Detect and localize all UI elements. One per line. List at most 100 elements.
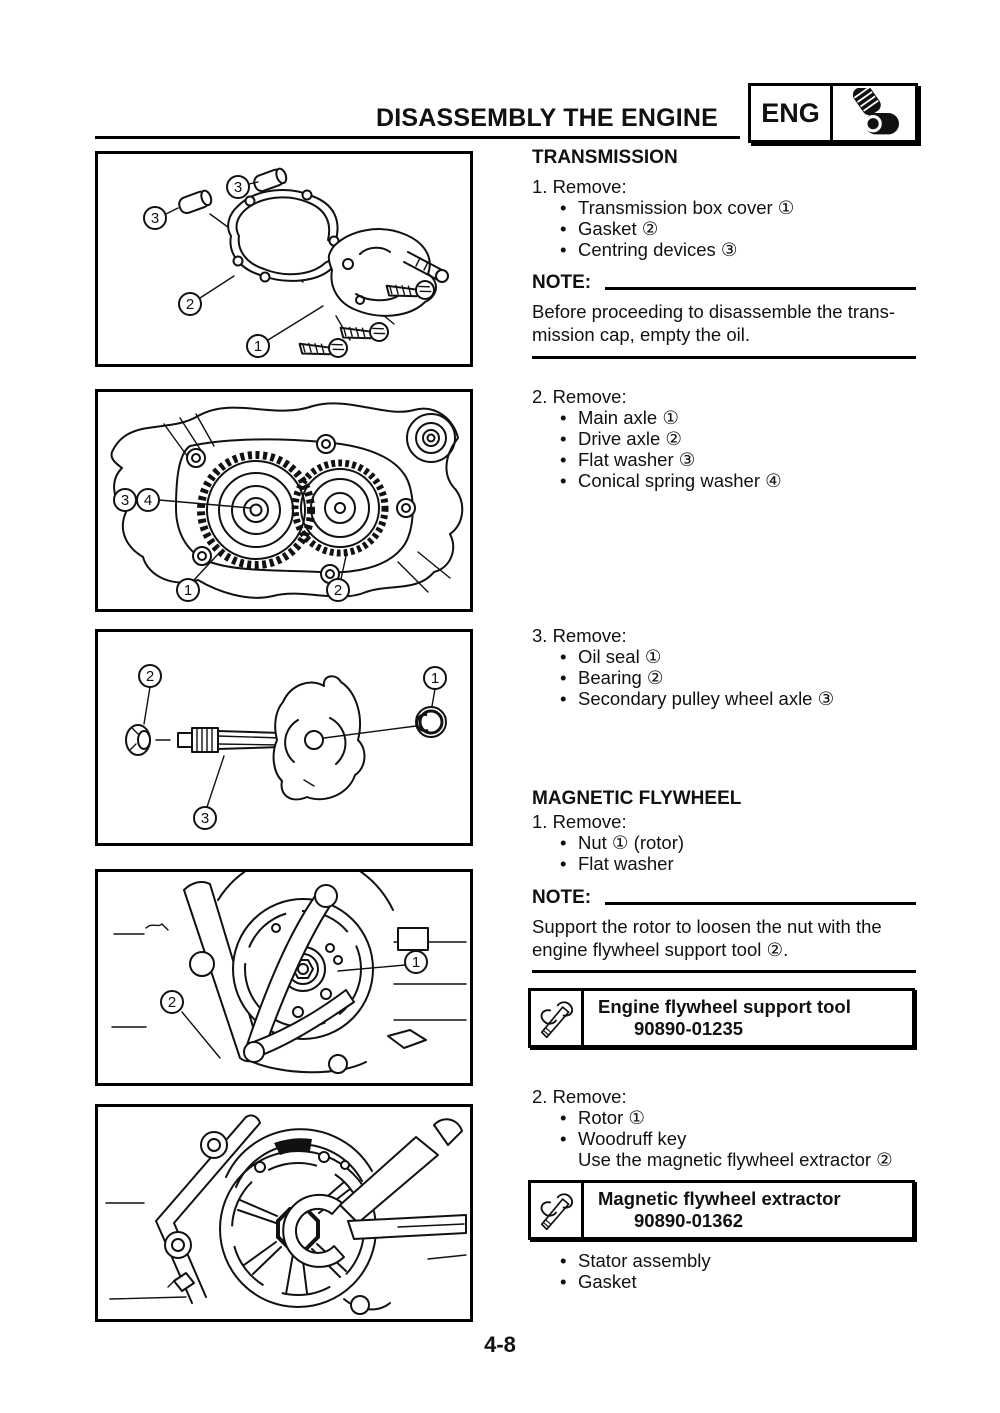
tool-name: Magnetic flywheel extractor: [598, 1188, 841, 1209]
list-item: •Conical spring washer ④: [560, 470, 782, 491]
note-1-text: Before proceeding to disassemble the tra…: [532, 301, 896, 345]
wrench-icon: [531, 991, 584, 1045]
bullet: •: [560, 688, 567, 709]
transmission-step1-list: •Transmission box cover ① •Gasket ② •Cen…: [532, 197, 918, 260]
tool-box-magnetic-flywheel-extractor: Magnetic flywheel extractor 90890-01362: [528, 1180, 915, 1240]
svg-text:2: 2: [168, 994, 176, 1011]
bullet: •: [560, 1128, 567, 1149]
bullet: •: [560, 197, 567, 218]
mf-step1-list: •Nut ① (rotor) •Flat washer: [532, 832, 918, 874]
fig2-callout-3: 3: [113, 488, 137, 512]
svg-text:1: 1: [412, 954, 420, 971]
mf-step1-label: 1. Remove:: [532, 811, 627, 832]
transmission-step2-label: 2. Remove:: [532, 386, 627, 407]
mf-step2-list: •Rotor ① •Woodruff key Use the magnetic …: [532, 1107, 918, 1170]
svg-text:1: 1: [184, 582, 192, 599]
magnetic-flywheel-heading: MAGNETIC FLYWHEEL: [532, 788, 742, 809]
svg-text:3: 3: [121, 492, 129, 509]
list-continuation: Use the magnetic flywheel extractor ②: [578, 1149, 893, 1170]
fig2-callout-1: 1: [176, 578, 200, 602]
fig3-callout-2: 2: [138, 664, 162, 688]
note-1: NOTE:: [532, 272, 918, 294]
mf-step2-label: 2. Remove:: [532, 1086, 627, 1107]
fig3-drawing: [125, 675, 447, 801]
bullet: •: [560, 470, 567, 491]
svg-text:2: 2: [146, 668, 154, 685]
transmission-step2-list: •Main axle ① •Drive axle ② •Flat washer …: [532, 407, 918, 491]
note-2: NOTE:: [532, 887, 918, 909]
eng-badge-label: ENG: [751, 86, 833, 140]
note-rule: [605, 287, 916, 290]
figure-flywheel-support-tool: 1 2: [95, 869, 473, 1086]
bullet: •: [560, 449, 567, 470]
tool-name: Engine flywheel support tool: [598, 996, 851, 1017]
bullet: •: [560, 1107, 567, 1128]
transmission-step1-label: 1. Remove:: [532, 176, 627, 197]
svg-text:1: 1: [431, 670, 439, 687]
list-item: •Gasket ②: [560, 218, 659, 239]
note-label: NOTE:: [532, 887, 592, 908]
figure-crankcase-gears: 3 4 1 2: [95, 389, 473, 612]
bullet: •: [560, 428, 567, 449]
note-rule: [605, 902, 916, 905]
list-item: •Transmission box cover ①: [560, 197, 795, 218]
tool-number: 90890-01362: [634, 1210, 744, 1231]
list-item: •Oil seal ①: [560, 646, 662, 667]
svg-text:3: 3: [151, 210, 159, 227]
fig1-callout-3b: 3: [226, 175, 250, 199]
fig4-callout-2: 2: [160, 990, 184, 1014]
fig2-drawing: [110, 402, 464, 599]
bullet: •: [560, 218, 567, 239]
section-rule: [532, 970, 916, 973]
eng-badge: ENG: [748, 83, 918, 143]
list-item: •Main axle ①: [560, 407, 679, 428]
list-item: •Bearing ②: [560, 667, 664, 688]
fig3-callout-3: 3: [193, 806, 217, 830]
fig2-callout-2: 2: [326, 578, 350, 602]
page-title: DISASSEMBLY THE ENGINE: [376, 104, 718, 132]
list-item: •Drive axle ②: [560, 428, 682, 449]
bullet: •: [560, 239, 567, 260]
list-item: •Stator assembly: [560, 1250, 711, 1271]
svg-text:3: 3: [201, 810, 209, 827]
fig1-callout-2: 2: [178, 292, 202, 316]
wrench-icon: [531, 1183, 584, 1237]
fig2-callout-4: 4: [136, 488, 160, 512]
figure-flywheel-extractor: [95, 1104, 473, 1322]
list-item: •Secondary pulley wheel axle ③: [560, 688, 835, 709]
transmission-heading: TRANSMISSION: [532, 147, 678, 168]
fig1-callout-3a: 3: [143, 206, 167, 230]
list-item: •Nut ① (rotor): [560, 832, 685, 853]
svg-text:2: 2: [186, 296, 194, 313]
transmission-step3-list: •Oil seal ① •Bearing ② •Secondary pulley…: [532, 646, 918, 709]
list-item: •Flat washer ③: [560, 449, 696, 470]
bullet: •: [560, 832, 567, 853]
svg-text:1: 1: [254, 338, 262, 355]
transmission-step3-label: 3. Remove:: [532, 625, 627, 646]
svg-text:2: 2: [334, 582, 342, 599]
fig4-drawing: [113, 872, 467, 1074]
engine-icon: [833, 86, 915, 140]
tool-number: 90890-01235: [634, 1018, 744, 1039]
section-rule: [532, 356, 916, 359]
note-label: NOTE:: [532, 272, 592, 293]
list-item: •Gasket: [560, 1271, 637, 1292]
fig1-callout-1: 1: [246, 334, 270, 358]
bullet: •: [560, 407, 567, 428]
list-item: •Centring devices ③: [560, 239, 738, 260]
note-2-text: Support the rotor to loosen the nut with…: [532, 916, 882, 960]
bullet: •: [560, 853, 567, 874]
list-item: •Rotor ①: [560, 1107, 645, 1128]
fig4-callout-1: 1: [404, 950, 428, 974]
bullet: •: [560, 1250, 567, 1271]
page-number: 4-8: [484, 1332, 516, 1357]
tool-box-engine-flywheel-support: Engine flywheel support tool 90890-01235: [528, 988, 915, 1048]
bullet: •: [560, 1271, 567, 1292]
list-item: •Flat washer: [560, 853, 674, 874]
fig1-drawing: [176, 165, 449, 364]
title-rule: [95, 136, 740, 139]
svg-text:4: 4: [144, 492, 152, 509]
bullet: •: [560, 646, 567, 667]
bullet: •: [560, 667, 567, 688]
